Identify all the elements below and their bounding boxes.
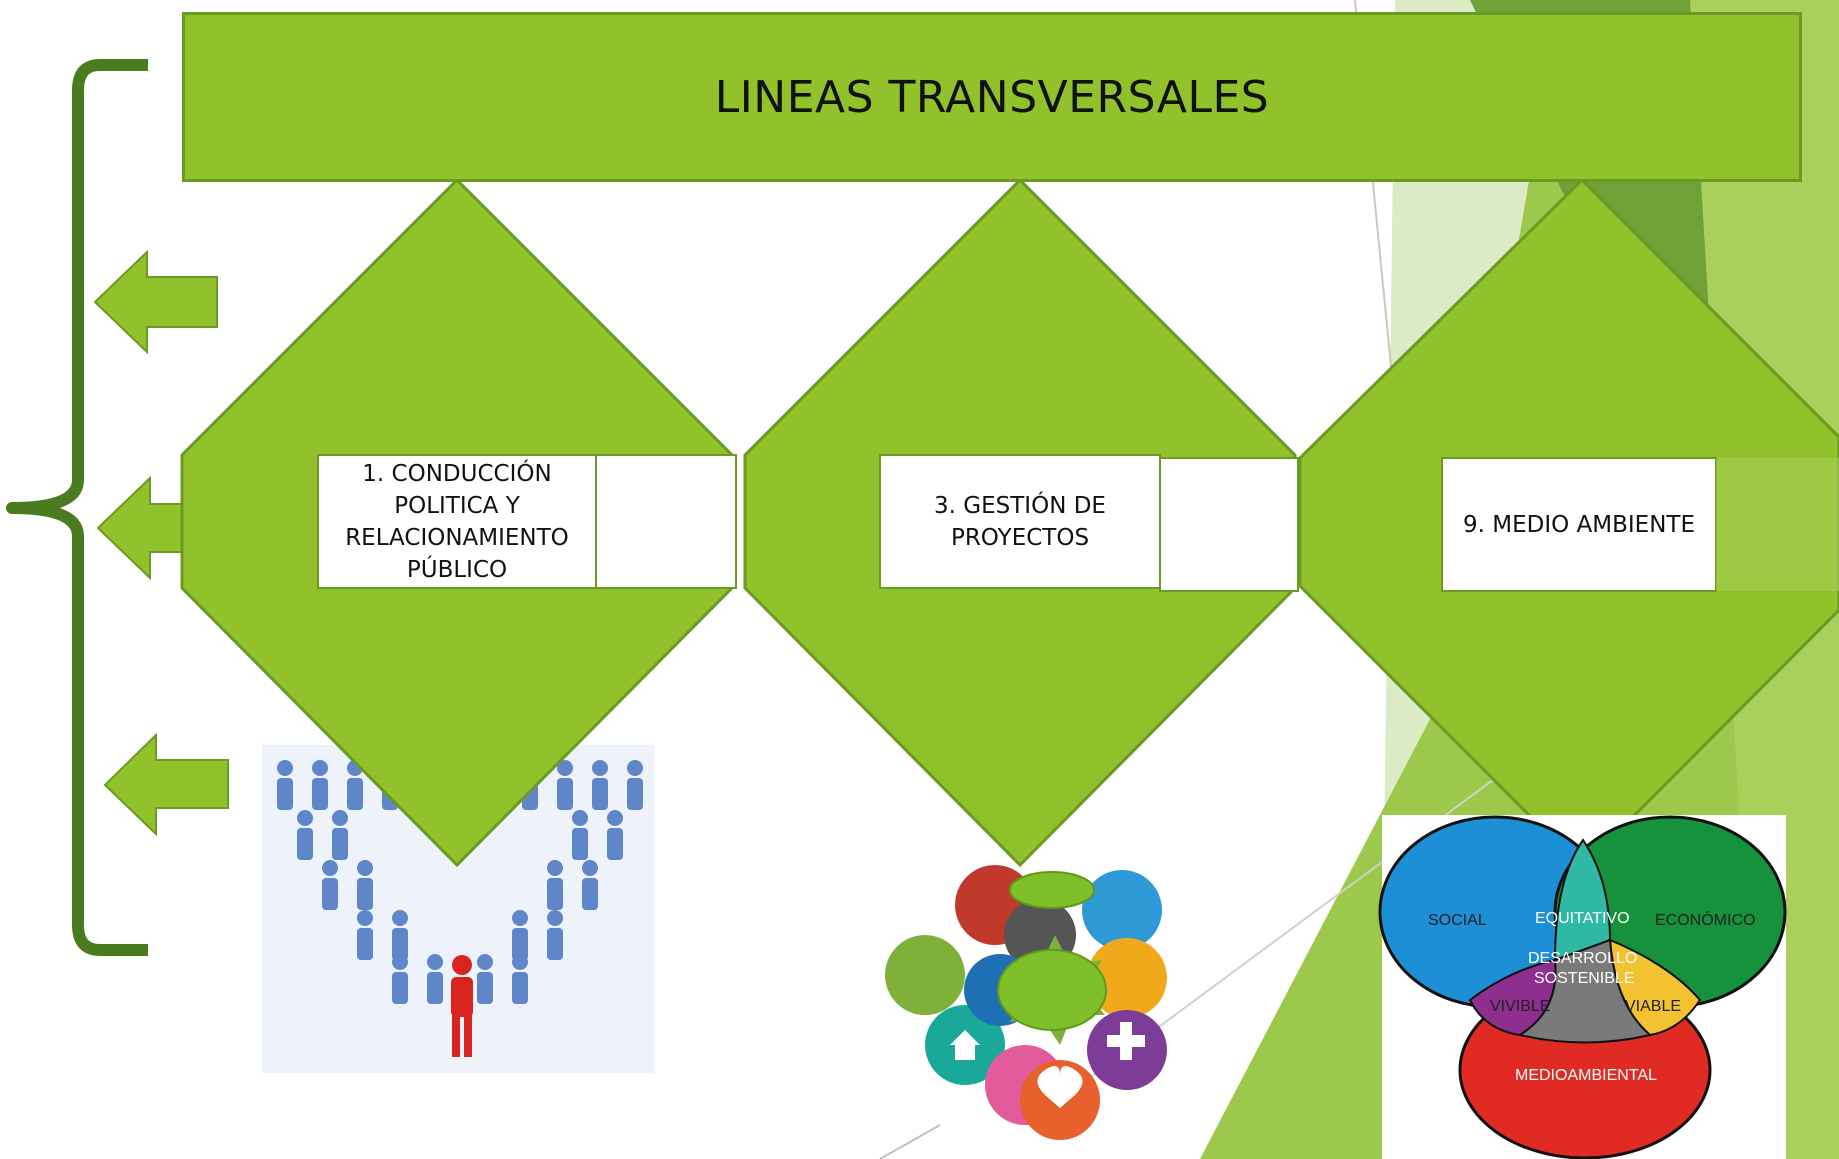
decorative-line (879, 1124, 941, 1159)
banner: LINEAS TRANSVERSALES (182, 12, 1802, 182)
connector-bar (1159, 457, 1299, 592)
venn-label-social: SOCIAL (1428, 912, 1487, 929)
venn-label-center-2: SOSTENIBLE (1534, 970, 1634, 987)
services-wheel-illustration (885, 865, 1167, 1140)
banner-title: LINEAS TRANSVERSALES (714, 71, 1270, 123)
left-arrow-icon (103, 732, 229, 837)
venn-label-economico: ECONÓMICO (1655, 910, 1755, 929)
diamond-3 (1298, 177, 1839, 871)
venn-label-center-1: DESARROLLO (1528, 950, 1637, 967)
diamond-2 (743, 177, 1297, 868)
venn-label-medioambiental: MEDIOAMBIENTAL (1515, 1067, 1657, 1084)
line-label-3: 9. MEDIO AMBIENTE (1463, 511, 1695, 538)
venn-label-equitativo: EQUITATIVO (1535, 910, 1630, 927)
venn-label-viable: VIABLE (1625, 998, 1681, 1015)
left-brace (6, 59, 148, 956)
sustainability-venn: SOCIAL ECONÓMICO MEDIOAMBIENTAL EQUITATI… (1378, 815, 1787, 1159)
venn-label-vivible: VIVIBLE (1490, 998, 1550, 1015)
left-arrow-icon (93, 249, 218, 355)
connector-bar (595, 454, 737, 589)
diamond-1 (180, 177, 734, 868)
line-label-1: 1. CONDUCCIÓN POLITICA Y RELACIONAMIENTO… (345, 460, 569, 583)
line-label-2: 3. GESTIÓN DE PROYECTOS (934, 492, 1106, 551)
